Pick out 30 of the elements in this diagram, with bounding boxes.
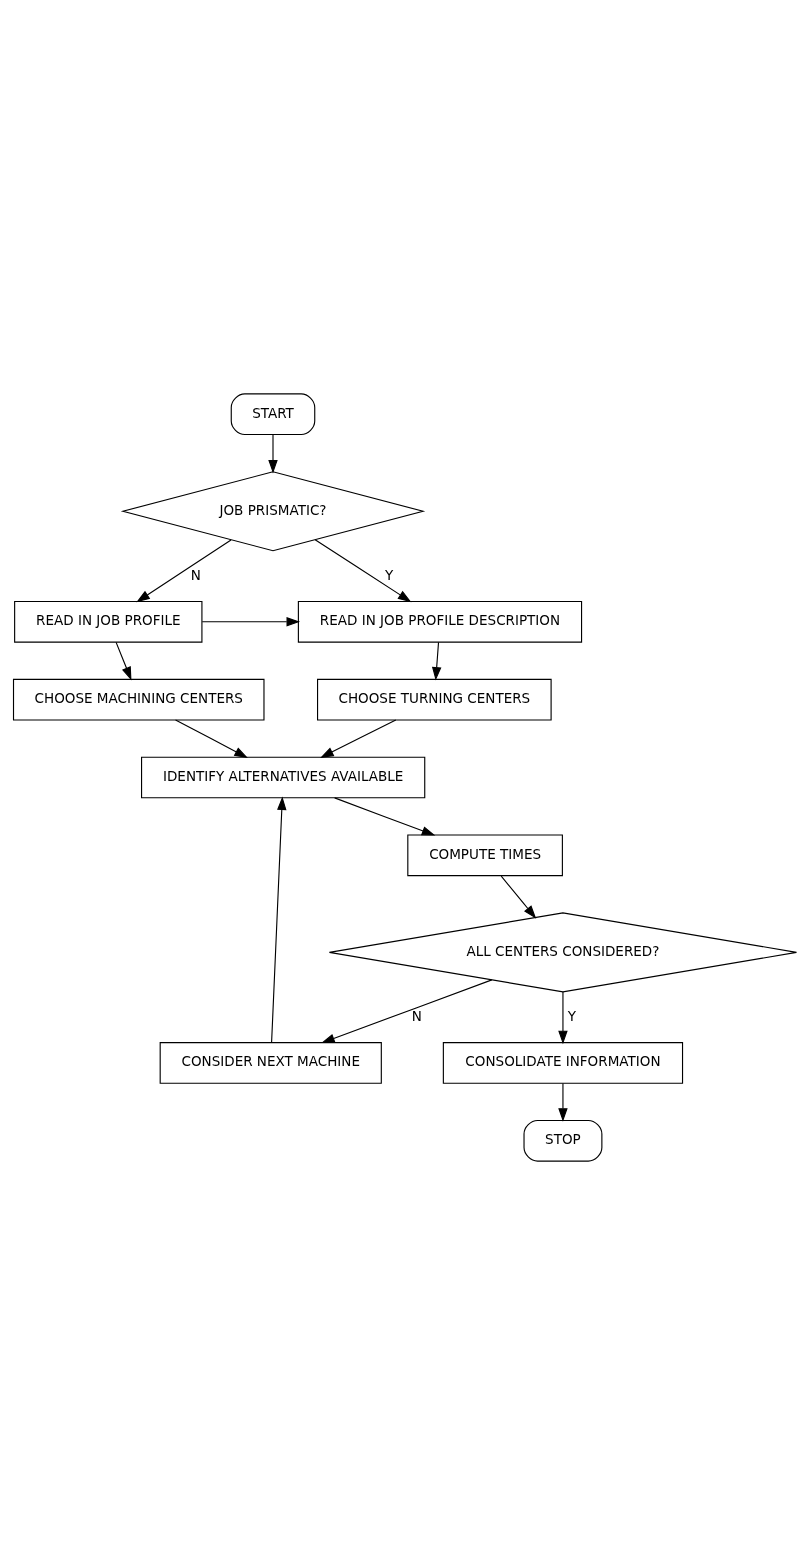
node-diamond: ALL CENTERS CONSIDERED? [328, 912, 797, 993]
node-box: CONSIDER NEXT MACHINE [159, 1042, 382, 1084]
node-diamond: JOB PRISMATIC? [120, 471, 425, 552]
arrow [314, 539, 411, 603]
node-box: CHOOSE MACHINING CENTERS [12, 678, 265, 721]
node-box: STOP [522, 1119, 602, 1162]
node-box: IDENTIFY ALTERNATIVES AVAILABLE [140, 756, 425, 799]
node-box: CONSOLIDATE INFORMATION [442, 1042, 683, 1084]
arrow [174, 719, 248, 758]
node-box: READ IN JOB PROFILE [13, 600, 202, 643]
edge-label: N [190, 566, 201, 583]
arrow [270, 796, 287, 1044]
edge-label: Y [567, 1007, 576, 1024]
arrow [557, 991, 568, 1045]
node-box: COMPUTE TIMES [406, 834, 563, 877]
arrow [135, 539, 232, 603]
arrow [557, 1082, 568, 1122]
arrow [333, 797, 435, 836]
arrow [320, 979, 492, 1044]
arrow [319, 719, 396, 758]
node-box: READ IN JOB PROFILE DESCRIPTION [297, 600, 582, 643]
node-box: CHOOSE TURNING CENTERS [316, 678, 552, 721]
node-box: START [230, 393, 315, 436]
arrow [500, 875, 536, 919]
edge-label: N [411, 1007, 422, 1024]
arrow [267, 434, 278, 474]
arrow [431, 641, 441, 681]
arrow [201, 617, 300, 627]
arrow [115, 641, 131, 681]
edge-label: Y [384, 566, 393, 583]
